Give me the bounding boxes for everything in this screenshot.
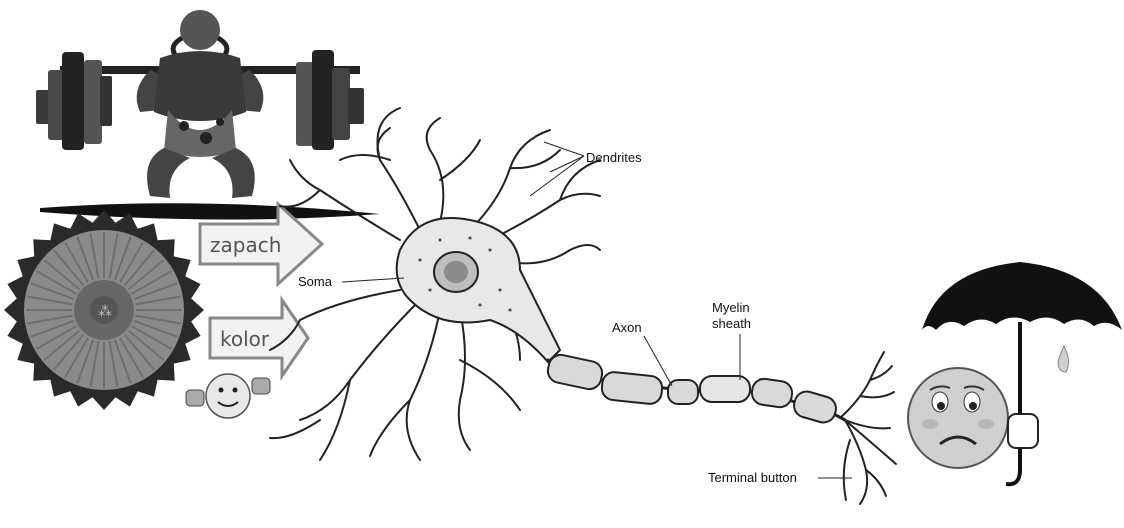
axon-myelin — [546, 353, 845, 426]
thumbs-up-smiley-icon — [186, 374, 270, 418]
label-leaders — [342, 142, 852, 478]
label-myelin-line2: sheath — [712, 316, 751, 331]
sad-face-umbrella-icon — [908, 262, 1122, 484]
svg-text:⁂: ⁂ — [98, 304, 112, 320]
label-terminal-button: Terminal button — [708, 470, 797, 485]
label-axon: Axon — [612, 320, 642, 335]
axon-terminal — [840, 352, 896, 504]
flower-icon: ⁂ — [4, 210, 204, 410]
soma-body — [397, 218, 560, 362]
smell-arrow-label: zapach — [210, 233, 281, 257]
label-soma: Soma — [298, 274, 333, 289]
color-arrow: kolor — [210, 300, 308, 376]
neuron — [270, 108, 896, 504]
color-arrow-label: kolor — [220, 327, 270, 351]
label-dendrites: Dendrites — [586, 150, 642, 165]
label-myelin-line1: Myelin — [712, 300, 750, 315]
weightlifter-icon — [36, 10, 380, 220]
